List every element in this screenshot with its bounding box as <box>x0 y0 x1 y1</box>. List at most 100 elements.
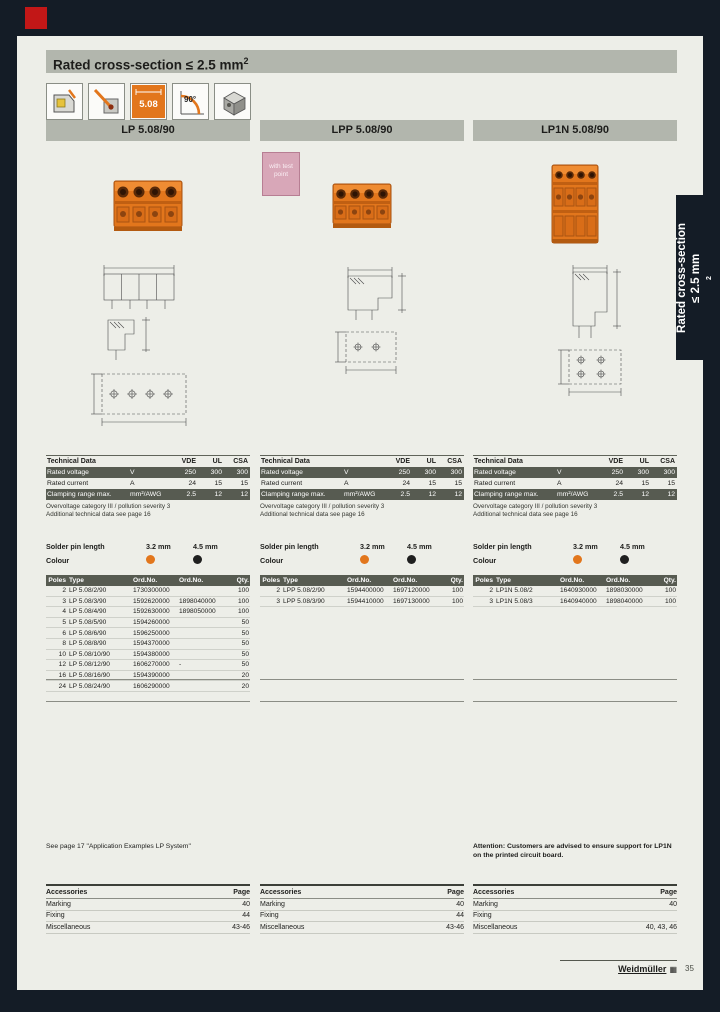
side-tab-line2: ≤ 2.5 mm <box>689 252 702 303</box>
qty-value: 20 <box>241 672 249 680</box>
type-value: LP 5.08/16/90 <box>69 672 110 680</box>
cross-section-icon <box>214 83 251 120</box>
table-rule <box>473 701 677 702</box>
tech-csa-value: 300 <box>236 469 248 476</box>
ord-no-1: 1594370000 <box>133 640 170 648</box>
table-rule <box>46 679 250 680</box>
poles-value: 24 <box>58 682 66 690</box>
page-title-text: Rated cross-section ≤ 2.5 mm <box>53 57 244 73</box>
ord-no-2: - <box>179 661 182 669</box>
tech-csa-value: 15 <box>240 480 248 487</box>
page-content: Rated cross-section ≤ 2.5 mm2 <box>17 36 703 990</box>
pictogram-row: 5.08 90° <box>46 83 251 120</box>
wire-entry-icon-art <box>93 88 118 113</box>
tech-csa-value: 12 <box>240 491 248 498</box>
accessory-row: Marking 40 <box>260 899 464 911</box>
ord-no-1: 1606270000 <box>133 661 170 669</box>
type-value: LP 5.08/8/90 <box>69 640 107 648</box>
type-value: LP 5.08/4/90 <box>69 608 107 616</box>
tech-row-label: Rated voltage <box>47 469 89 476</box>
order-row: 2 LP1N 5.08/2 1640930000 1898030000 100 <box>473 586 677 597</box>
side-tab-line1: Rated cross-section <box>675 222 688 333</box>
product-column-lp: LP 5.08/90 <box>46 120 250 990</box>
tech-table-header: Technical Data VDE UL CSA <box>260 455 464 467</box>
column-note: See page 17 "Application Examples LP Sys… <box>46 843 191 850</box>
tech-table-header: Technical Data VDE UL CSA <box>473 455 677 467</box>
accessory-row: Marking 40 <box>473 899 677 911</box>
type-value: LP 5.08/3/90 <box>69 597 107 605</box>
accessory-label: Miscellaneous <box>46 923 91 931</box>
ord-no-2: 1898050000 <box>179 608 216 616</box>
type-value: LP 5.08/24/90 <box>69 682 110 690</box>
terminal-clamp-icon-art <box>53 88 76 112</box>
ord-no-1: 1730300000 <box>133 587 170 595</box>
page-title-sup: 2 <box>243 56 249 66</box>
colour-black-dot <box>193 554 202 564</box>
dimension-drawing <box>335 267 406 374</box>
tech-note: Additional technical data see page 16 <box>260 510 365 518</box>
order-table: Poles Type Ord.No. Ord.No. Qty. 2 LP 5.0… <box>46 575 250 703</box>
ord-no-1: 1596250000 <box>133 629 170 637</box>
brand-logo: Weidmüller <box>618 964 667 974</box>
order-table-header: Poles Type Ord.No. Ord.No. Qty. <box>46 575 250 586</box>
vde-header: VDE <box>181 458 196 465</box>
order-row: 2 LP 5.08/2/90 1730300000 100 <box>46 586 250 597</box>
order-row: 3 LPP 5.08/3/90 1594410000 1697130000 10… <box>260 597 464 608</box>
tech-note: Additional technical data see page 16 <box>46 510 151 518</box>
accessory-row: Miscellaneous 43-46 <box>46 922 250 934</box>
accessory-page: 44 <box>242 912 250 920</box>
pitch-icon-art: 5.08 <box>132 85 165 118</box>
terminal-block-photo <box>113 180 183 231</box>
pitch-label: 5.08 <box>139 99 158 110</box>
brand-red-square <box>25 7 47 29</box>
pitch-icon: 5.08 <box>130 83 167 120</box>
tech-row-unit: V <box>130 469 135 476</box>
accessory-row: Miscellaneous 40, 43, 46 <box>473 922 677 934</box>
order-row: 6 LP 5.08/6/90 1596250000 50 <box>46 628 250 639</box>
terminal-block-photo <box>332 183 392 228</box>
technical-drawing <box>46 262 250 445</box>
type-value: LP 5.08/2/90 <box>69 587 107 595</box>
order-row: 3 LP 5.08/3/90 1592620000 1898040000 100 <box>46 597 250 608</box>
terminal-clamp-icon <box>46 83 83 120</box>
qty-value: 50 <box>241 629 249 637</box>
product-photo <box>46 148 250 260</box>
table-rule <box>46 701 250 702</box>
order-table: Poles Type Ord.No. Ord.No. Qty. 2 LP1N 5… <box>473 575 677 703</box>
frame-left <box>0 0 17 1012</box>
ord-no-1: 1594390000 <box>133 672 170 680</box>
qty-value: 50 <box>241 650 249 658</box>
tech-vde-value: 250 <box>184 469 196 476</box>
product-photo <box>260 148 464 260</box>
poles-value: 8 <box>62 640 66 648</box>
accessories-table: Accessories Page Marking 40 Fixing 44 Mi… <box>260 884 464 934</box>
tech-vde-value: 2.5 <box>186 491 196 498</box>
frame-bottom <box>0 990 720 1012</box>
type-value: LP 5.08/10/90 <box>69 650 110 658</box>
angle-90-icon: 90° <box>172 83 209 120</box>
tech-note: Additional technical data see page 16 <box>473 510 578 518</box>
poles-value: 10 <box>58 650 66 658</box>
accessory-row: Fixing <box>473 911 677 922</box>
brand-logo-mark: ▦ <box>669 965 677 974</box>
column-header: LPP 5.08/90 <box>260 120 464 141</box>
tech-row: Clamping range max. mm²/AWG 2.5 12 12 <box>260 489 464 500</box>
technical-data-table: Technical Data VDE UL CSA Rated voltage … <box>473 455 677 518</box>
product-column-lpp: LPP 5.08/90 with test point <box>260 120 464 990</box>
poles-value: 4 <box>62 608 66 616</box>
test-point-badge: with test point <box>262 152 300 196</box>
accessory-page: 43-46 <box>232 923 250 931</box>
product-photo <box>473 148 677 260</box>
tech-row: Rated current A 24 15 15 <box>261 480 462 487</box>
poles-value: 12 <box>58 661 66 669</box>
product-column-lp1n: LP1N 5.08/90 <box>473 120 677 990</box>
accessory-row: Miscellaneous 43-46 <box>260 922 464 934</box>
pin-length-2: 4.5 mm <box>193 541 218 551</box>
tech-row: Rated current A 24 15 15 <box>46 478 250 489</box>
footer: Weidmüller ▦ <box>560 960 677 974</box>
order-table: Poles Type Ord.No. Ord.No. Qty. 2 LPP 5.… <box>260 575 464 703</box>
poles-value: 5 <box>62 619 66 627</box>
qty-value: 50 <box>241 640 249 648</box>
cross-section-icon-art <box>222 91 246 116</box>
